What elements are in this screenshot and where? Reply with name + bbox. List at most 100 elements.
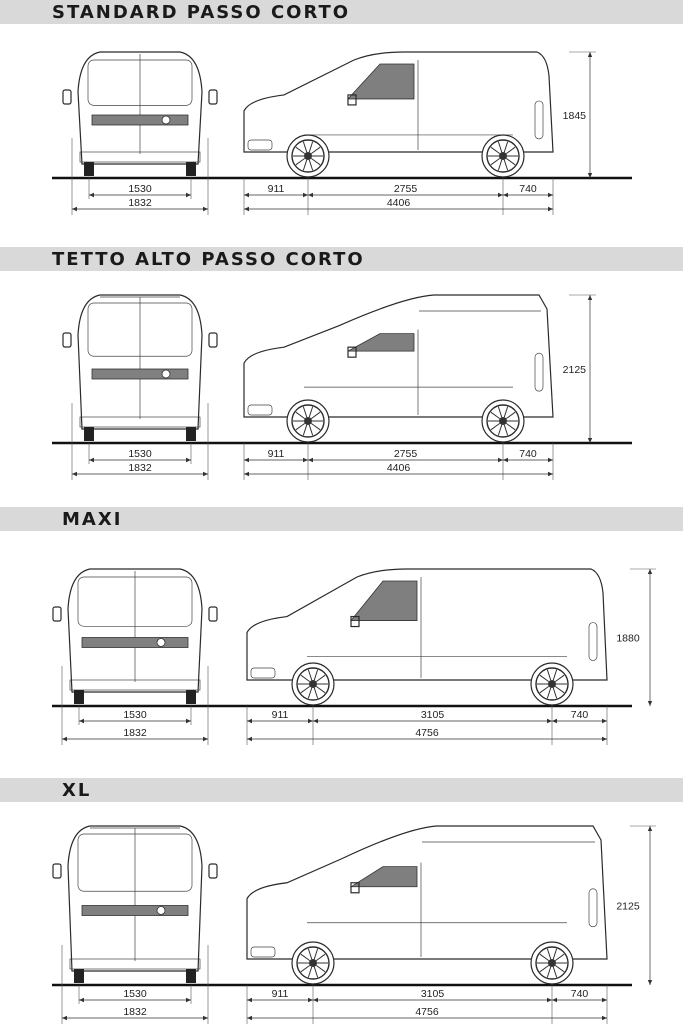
spoke (539, 685, 550, 694)
arrowhead (244, 471, 249, 477)
arrowhead (79, 997, 84, 1003)
spoke (546, 669, 552, 681)
height-label: 2125 (563, 364, 587, 376)
wheel (286, 134, 330, 178)
rear-track-label: 1530 (123, 988, 147, 1000)
spoke (554, 674, 565, 683)
spoke (554, 953, 565, 962)
spoke (497, 406, 503, 418)
right-tyre (186, 427, 196, 441)
rear-track-label: 1530 (128, 448, 152, 460)
spoke (552, 966, 558, 978)
right-mirror (208, 863, 218, 879)
spoke (308, 141, 314, 153)
spoke (300, 964, 311, 973)
rear-width-label: 1832 (128, 462, 152, 474)
tail-lamp (534, 352, 544, 392)
spoke (546, 687, 552, 699)
section-title-bar: MAXI (0, 507, 683, 531)
fog-lamp (250, 667, 276, 679)
length-label: 4756 (415, 727, 439, 739)
left-tyre (84, 427, 94, 441)
arrowhead (79, 718, 84, 724)
hub (304, 417, 312, 425)
fog-lamp (247, 139, 273, 151)
spoke (505, 422, 516, 431)
arrowhead (587, 438, 593, 443)
spoke (552, 669, 558, 681)
spoke (307, 948, 313, 960)
spoke (308, 406, 314, 418)
spoke (546, 966, 552, 978)
hub (309, 680, 317, 688)
arrowhead (548, 457, 553, 463)
tail-lamp (588, 622, 598, 661)
spoke (552, 948, 558, 960)
spoke (497, 141, 503, 153)
rear-track-label: 1530 (123, 709, 147, 721)
arrowhead (548, 471, 553, 477)
left-mirror (52, 863, 62, 879)
section-title: TETTO ALTO PASSO CORTO (52, 249, 365, 270)
spoke (539, 964, 550, 973)
hub (499, 417, 507, 425)
plate-bar (81, 905, 189, 916)
arrowhead (203, 471, 208, 477)
tail-lamp (534, 100, 544, 140)
length-label: 4406 (387, 462, 411, 474)
arrowhead (308, 997, 313, 1003)
side-body (246, 568, 608, 681)
side-window (347, 63, 415, 100)
rim (296, 667, 330, 701)
rear-width-label: 1832 (128, 197, 152, 209)
spoke (302, 159, 308, 171)
rim (291, 404, 325, 438)
logo-icon (161, 115, 171, 125)
arrowhead (602, 997, 607, 1003)
height-label: 2125 (616, 901, 640, 913)
spoke (503, 424, 509, 436)
spoke (307, 687, 313, 699)
left-mirror (52, 606, 62, 622)
spoke (310, 411, 321, 420)
arrowhead (244, 206, 249, 212)
left-tyre (74, 969, 84, 983)
arrowhead (602, 718, 607, 724)
arrowhead (547, 997, 552, 1003)
arrowhead (247, 736, 252, 742)
section-title-bar: TETTO ALTO PASSO CORTO (0, 247, 683, 271)
hub (548, 680, 556, 688)
wheel (530, 941, 574, 985)
arrowhead (552, 997, 557, 1003)
spoke (302, 424, 308, 436)
side-mirror (350, 615, 360, 628)
arrowhead (547, 718, 552, 724)
wheel (291, 662, 335, 706)
side-window (349, 866, 418, 888)
spoke (295, 146, 306, 155)
wheel (291, 941, 335, 985)
arrowhead (503, 457, 508, 463)
spoke (295, 411, 306, 420)
spoke (295, 422, 306, 431)
arrowhead (313, 718, 318, 724)
spoke (315, 674, 326, 683)
spoke (310, 422, 321, 431)
length-label: 4406 (387, 197, 411, 209)
spoke (313, 966, 319, 978)
spoke (310, 157, 321, 166)
spoke (539, 674, 550, 683)
spoke (505, 157, 516, 166)
wheelbase-label: 3105 (421, 709, 445, 721)
spoke (300, 953, 311, 962)
rear-overhang-label: 740 (571, 709, 589, 721)
front-overhang-label: 911 (272, 709, 289, 721)
spoke (315, 964, 326, 973)
arrowhead (72, 471, 77, 477)
right-mirror (208, 332, 218, 348)
spoke (497, 424, 503, 436)
spoke (313, 948, 319, 960)
